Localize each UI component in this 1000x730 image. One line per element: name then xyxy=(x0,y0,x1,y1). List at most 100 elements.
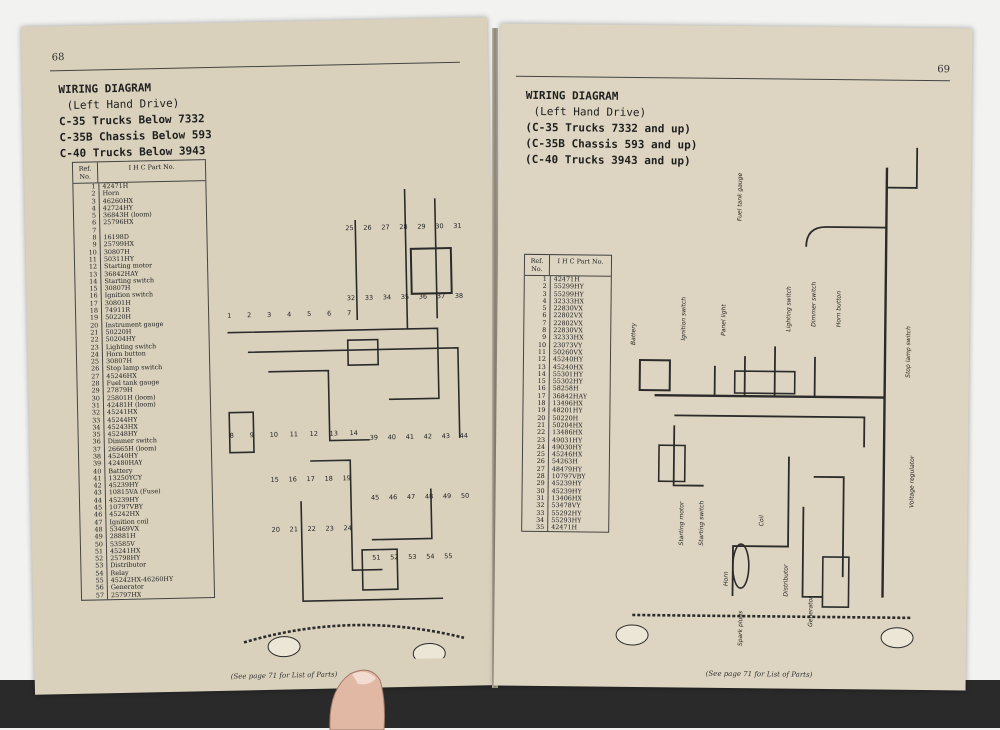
parts-table-header: Ref. No. I H C Part No. xyxy=(524,254,612,277)
footer-note: (See page 71 for List of Parts) xyxy=(705,669,813,679)
callout-number: 18 xyxy=(324,475,332,483)
callout-number: 55 xyxy=(444,552,452,560)
callout-number: 29 xyxy=(417,223,425,231)
callout-number: 9 xyxy=(250,431,254,439)
component-label: Dimmer switch xyxy=(810,281,817,326)
headlamp-right-icon xyxy=(880,627,914,649)
callout-number: 42 xyxy=(424,432,432,440)
callout-number: 47 xyxy=(407,493,415,501)
callout-number: 5 xyxy=(307,310,311,318)
parts-table-header: Ref. No. I H C Part No. xyxy=(72,160,206,184)
component-label: Distributor xyxy=(782,564,789,597)
component-label: Fuel tank gauge xyxy=(736,172,744,221)
component-label: Ignition switch xyxy=(680,297,687,341)
part-number xyxy=(100,227,103,234)
callout-number: 28 xyxy=(399,223,407,231)
callout-number: 1 xyxy=(227,312,231,320)
component-label: Spark plugs xyxy=(737,611,744,646)
callout-number: 34 xyxy=(383,293,391,301)
headlamp-left-icon xyxy=(615,624,649,646)
callout-number: 23 xyxy=(326,525,334,533)
callout-number: 25 xyxy=(345,224,353,232)
component-label: Generator xyxy=(807,596,814,627)
callout-number: 50 xyxy=(461,492,469,500)
left-page: 68 WIRING DIAGRAM (Left Hand Drive) C-35… xyxy=(21,17,501,695)
component-label: Horn button xyxy=(835,291,842,327)
page-number: 69 xyxy=(937,64,951,76)
callout-number: 52 xyxy=(390,553,398,561)
callout-number: 16 xyxy=(289,475,297,483)
component-label: Starting motor xyxy=(678,501,685,545)
generator-icon xyxy=(821,556,850,609)
component-label: Voltage regulator xyxy=(908,455,916,508)
ref-number: 57 xyxy=(81,591,109,600)
part-number: 25796HX xyxy=(103,219,134,227)
component-label: Panel light xyxy=(720,304,727,336)
callout-number: 19 xyxy=(342,474,350,482)
component-label: Starting switch xyxy=(698,500,705,545)
ref-number: 35 xyxy=(522,523,549,532)
callout-number: 13 xyxy=(330,429,338,437)
callout-number: 7 xyxy=(347,309,351,317)
callout-number: 17 xyxy=(307,475,315,483)
instrument-panel-icon xyxy=(733,370,796,395)
callout-number: 12 xyxy=(310,430,318,438)
callout-number: 43 xyxy=(442,432,450,440)
component-label: Lighting switch xyxy=(785,286,792,332)
callout-number: 53 xyxy=(408,553,416,561)
callout-number: 8 xyxy=(230,432,234,440)
battery-icon xyxy=(638,359,671,392)
horn-icon xyxy=(732,543,750,589)
callout-number: 40 xyxy=(388,433,396,441)
thumb xyxy=(329,669,385,730)
component-label: Horn xyxy=(723,571,730,586)
starting-motor-icon xyxy=(228,411,255,454)
callout-number: 37 xyxy=(437,292,445,300)
page-number: 68 xyxy=(51,52,65,64)
callout-number: 11 xyxy=(290,430,298,438)
callout-number: 48 xyxy=(425,492,433,500)
callout-number: 31 xyxy=(453,222,461,230)
callout-number: 38 xyxy=(455,292,463,300)
callout-number: 35 xyxy=(401,293,409,301)
instrument-gauge-icon xyxy=(346,338,380,366)
battery-icon xyxy=(409,246,453,295)
headlamp-left-icon xyxy=(267,636,301,658)
callout-number: 44 xyxy=(460,432,468,440)
callout-number: 3 xyxy=(267,311,271,319)
callout-number: 30 xyxy=(435,222,443,230)
part-number: 42471H xyxy=(551,524,578,532)
callout-number: 36 xyxy=(419,293,427,301)
callout-number: 20 xyxy=(272,526,280,534)
callout-number: 2 xyxy=(247,311,251,319)
callout-number: 41 xyxy=(406,433,414,441)
component-label: Coil xyxy=(758,515,765,527)
callout-number: 24 xyxy=(344,524,352,532)
part-number: 25797HX xyxy=(110,591,142,599)
callout-number: 21 xyxy=(290,525,298,533)
callout-number: 54 xyxy=(426,552,434,560)
callout-number: 33 xyxy=(365,294,373,302)
generator-icon xyxy=(361,548,399,591)
callout-number: 6 xyxy=(327,310,331,318)
header-rule xyxy=(49,61,460,72)
callout-number: 15 xyxy=(271,476,279,484)
callout-number: 39 xyxy=(370,434,378,442)
callout-number: 4 xyxy=(287,310,291,318)
right-page: 69 WIRING DIAGRAM (Left Hand Drive) (C-3… xyxy=(493,23,973,691)
diagram-title: WIRING DIAGRAM (Left Hand Drive) C-35 Tr… xyxy=(58,81,212,161)
callout-number: 46 xyxy=(389,493,397,501)
part-number: Instrument gauge xyxy=(105,320,164,329)
book-gutter xyxy=(492,28,498,688)
callout-number: 14 xyxy=(350,429,358,437)
